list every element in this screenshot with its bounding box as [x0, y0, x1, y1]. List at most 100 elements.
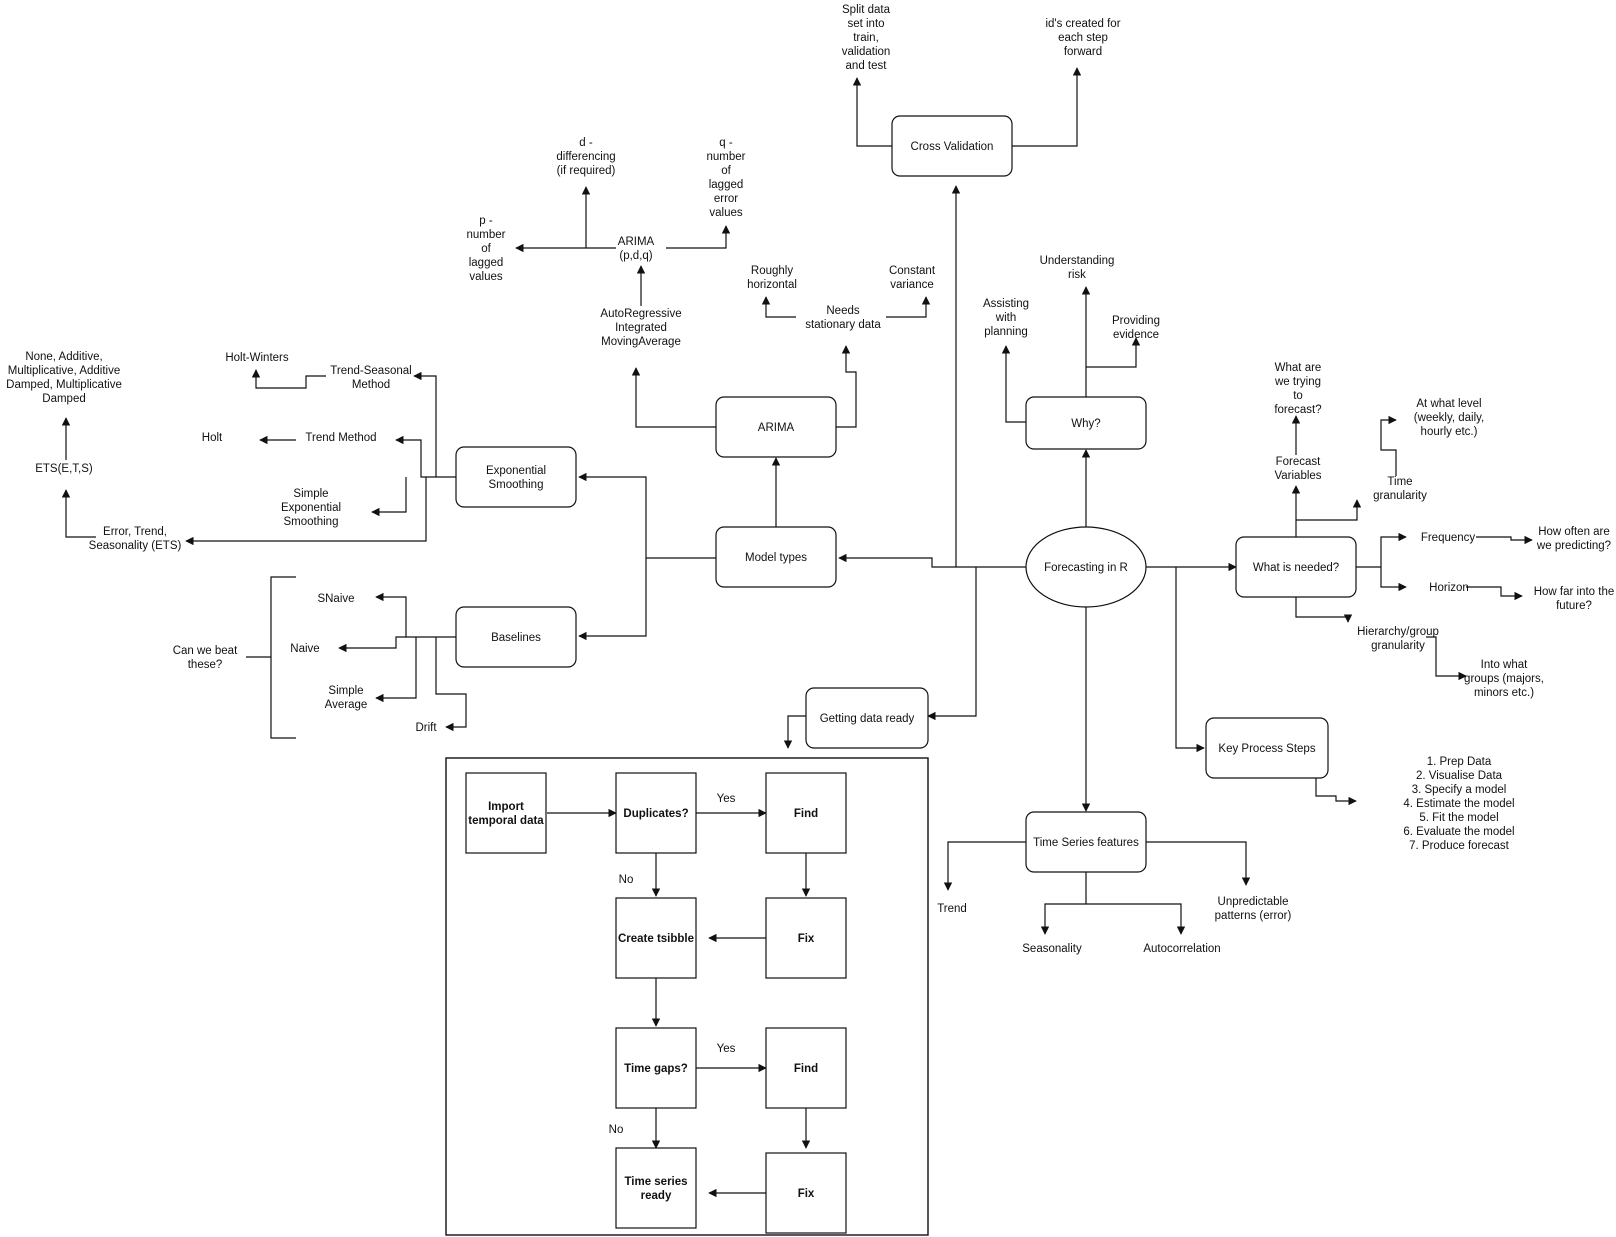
label-line: Into what — [1481, 659, 1528, 671]
why-node[interactable] — [1025, 396, 1147, 450]
edge-needed-hub — [1356, 532, 1407, 568]
label-line: number — [707, 151, 746, 163]
model-types-node[interactable] — [715, 526, 837, 588]
data-prep-frame — [445, 757, 929, 1236]
label-line: patterns (error) — [1215, 910, 1292, 922]
label-line: train, — [853, 32, 879, 44]
arima-d-label: d -differencing(if required) — [556, 137, 615, 177]
fix-node-2[interactable] — [765, 1152, 847, 1234]
label-line: 7. Produce forecast — [1409, 840, 1510, 852]
label-line: Forecast — [1276, 456, 1322, 468]
create-tsibble-node[interactable] — [615, 897, 697, 979]
time-series-features-node[interactable] — [1025, 811, 1147, 873]
edge-stationary-to-variance — [886, 296, 931, 318]
label-line: future? — [1556, 600, 1592, 612]
label-line: groups (majors, — [1464, 673, 1544, 685]
holt-label: Holt — [202, 432, 223, 444]
label-line: 6. Evaluate the model — [1403, 826, 1514, 838]
edge-cv-to-split — [852, 77, 892, 147]
arima-pdq-label: ARIMA (p,d,q) — [618, 236, 655, 262]
edge-features-to-autocorrelation — [1086, 903, 1186, 935]
horizon-label: Horizon — [1429, 582, 1469, 594]
naive-label: Naive — [290, 643, 319, 655]
duplicates-node[interactable] — [615, 772, 697, 854]
ets-short-label: ETS(E,T,S) — [35, 463, 93, 475]
edge-needed-to-time-gran — [1296, 499, 1362, 521]
no2-label: No — [609, 1124, 624, 1136]
level-label: At what level(weekly, daily,hourly etc.) — [1414, 398, 1485, 438]
fix2-label: Fix — [798, 1188, 815, 1200]
yes1-label: Yes — [717, 793, 736, 805]
label-line: (p,d,q) — [619, 250, 652, 262]
baselines-node[interactable] — [455, 606, 577, 668]
key-process-steps-node[interactable] — [1205, 717, 1329, 779]
seasonality-label: Seasonality — [1022, 943, 1082, 955]
label-line: Damped — [42, 393, 85, 405]
trend-method-label: Trend Method — [305, 432, 376, 444]
edge-baselines-to-drift — [435, 637, 467, 732]
yes2-label: Yes — [717, 1043, 736, 1055]
edge-arima-to-full-name — [631, 367, 716, 428]
label-line: we trying — [1274, 376, 1321, 388]
edge-center-to-model-types — [838, 553, 1026, 568]
labels: Forecasting in R Why? What is needed? Mo… — [6, 4, 1614, 1202]
label-line: How often are — [1538, 526, 1610, 538]
edge-es-to-simple — [371, 477, 407, 517]
label-line: Understanding — [1040, 255, 1115, 267]
time-gaps-node[interactable] — [615, 1027, 697, 1109]
find-node-2[interactable] — [765, 1027, 847, 1109]
edge-features-hub — [1040, 872, 1087, 935]
label-line: Trend-Seasonal — [330, 365, 411, 377]
fix-node-1[interactable] — [765, 897, 847, 979]
forecasting-in-r-node[interactable] — [1025, 526, 1147, 608]
label-line: Needs — [826, 305, 859, 317]
label-line: Import — [488, 801, 524, 813]
edge-es-hub — [395, 435, 456, 478]
edge-frequency-to-how-often — [1476, 535, 1533, 545]
getting-data-ready-node[interactable] — [805, 687, 929, 749]
label-line: ARIMA — [618, 236, 655, 248]
label-line: At what level — [1416, 398, 1481, 410]
label-line: each step — [1058, 32, 1108, 44]
edge-features-to-trend — [943, 841, 1026, 891]
label-line: Constant — [889, 265, 936, 277]
edge-why-to-evidence — [1086, 337, 1141, 368]
label-line: variance — [890, 279, 933, 291]
what-is-needed-node[interactable] — [1235, 536, 1357, 598]
label-line: these? — [188, 659, 223, 671]
label-line: hourly etc.) — [1421, 426, 1478, 438]
cross-validation-node[interactable] — [891, 115, 1013, 177]
label-line: MovingAverage — [601, 336, 681, 348]
series-ready-node[interactable] — [615, 1147, 697, 1229]
edge-ets-to-ets-short — [61, 489, 96, 538]
label-line: validation — [842, 46, 891, 58]
import-node[interactable] — [465, 772, 547, 854]
exponential-smoothing-node[interactable] — [455, 446, 577, 508]
label-line: None, Additive, — [25, 351, 102, 363]
label-line: ready — [641, 1190, 672, 1202]
what-is-needed-label: What is needed? — [1253, 562, 1339, 574]
label-line: Error, Trend, — [103, 526, 167, 538]
label-line: Hierarchy/group — [1357, 626, 1439, 638]
label-line: set into — [847, 18, 884, 30]
time-gaps-label: Time gaps? — [624, 1063, 688, 1075]
label-line: Providing — [1112, 315, 1160, 327]
label-line: values — [469, 271, 502, 283]
arima-node[interactable] — [715, 396, 837, 458]
find-node-1[interactable] — [765, 772, 847, 854]
label-line: 5. Fit the model — [1419, 812, 1498, 824]
arima-box-label: ARIMA — [758, 422, 795, 434]
